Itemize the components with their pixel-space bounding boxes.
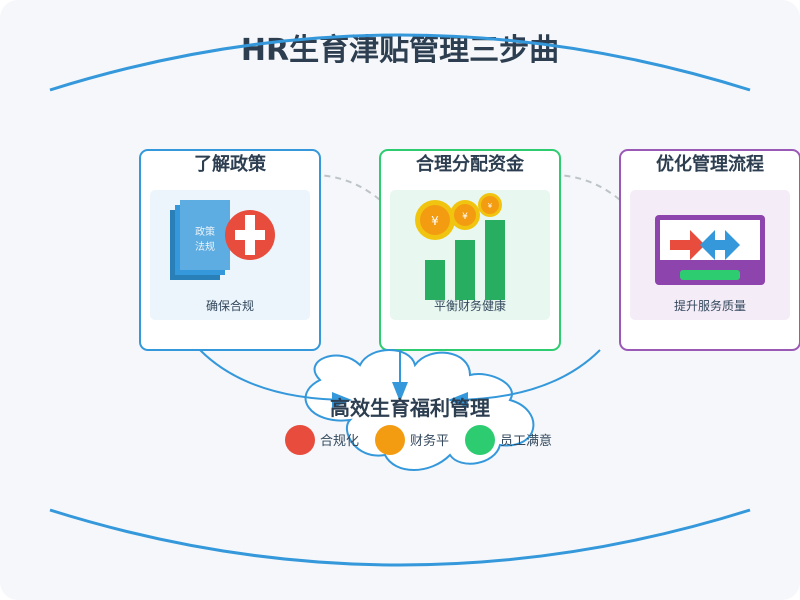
bar-chart-icon (425, 220, 505, 300)
step-caption: 提升服务质量 (674, 298, 746, 313)
bottom-arc (49, 508, 751, 567)
coin-icon: ¥ ¥ ¥ (415, 193, 502, 240)
medical-cross-icon (225, 210, 275, 260)
finance-icon (375, 425, 405, 455)
coin-symbol: ¥ (462, 212, 468, 222)
document-text: 法规 (195, 240, 215, 253)
coin-symbol: ¥ (488, 202, 493, 210)
legend: 合规化 财务平 员工满意 (285, 425, 552, 455)
step-card-policy: 了解政策 政策 法规 确保合规 (139, 149, 321, 351)
compliance-icon (285, 425, 315, 455)
flow-arrow (199, 349, 352, 408)
document-icon: 政策 法规 (170, 200, 230, 280)
legend-label: 员工满意 (500, 433, 552, 449)
flow-arrow (448, 349, 601, 408)
top-arc (49, 33, 751, 92)
employee-icon (465, 425, 495, 455)
page-title: HR生育津贴管理三步曲 (241, 33, 559, 68)
laptop-exchange-icon (655, 215, 765, 285)
step-caption: 确保合规 (206, 298, 254, 313)
step-title: 优化管理流程 (656, 153, 764, 175)
legend-label: 合规化 (320, 434, 359, 449)
step-title: 了解政策 (194, 153, 267, 175)
step-card-process: 优化管理流程 提升服务质量 (619, 149, 800, 351)
step-title: 合理分配资金 (416, 153, 525, 175)
step-card-funds: 合理分配资金 ¥ ¥ ¥ 平衡财务健康 (379, 149, 561, 351)
result-title: 高效生育福利管理 (330, 396, 490, 420)
coin-symbol: ¥ (431, 214, 439, 228)
document-text: 政策 (195, 225, 215, 238)
legend-label: 财务平 (410, 433, 449, 449)
step-caption: 平衡财务健康 (434, 298, 506, 313)
